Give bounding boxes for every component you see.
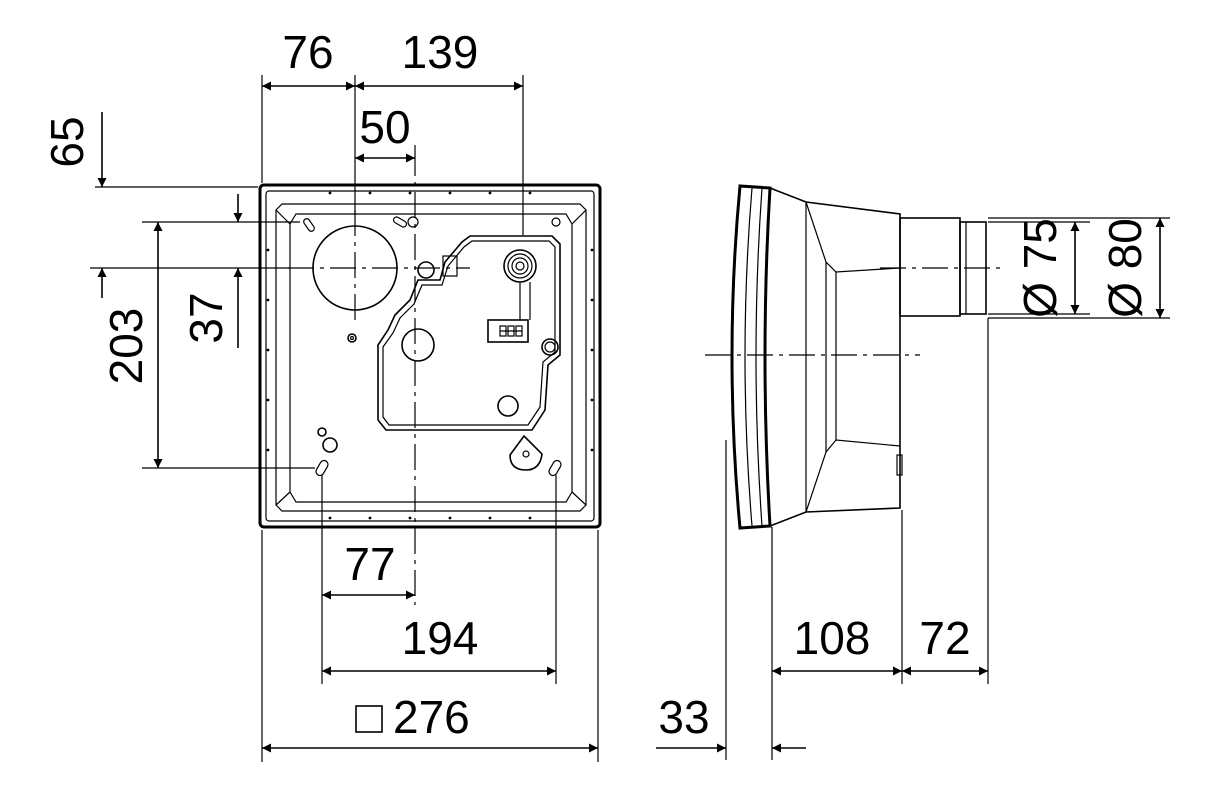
square-symbol-icon — [355, 705, 383, 733]
front-inner-frame — [265, 190, 595, 522]
connector — [442, 255, 458, 277]
electronics-cavity-inner — [382, 240, 556, 426]
frame-screw-dots — [266, 191, 594, 520]
electronics-cavity — [377, 235, 561, 431]
dim-diameter-80: Ø 80 — [1099, 218, 1151, 318]
side-cover — [730, 184, 772, 530]
dim-50: 50 — [359, 101, 410, 153]
side-view — [705, 184, 1000, 530]
dim-37: 37 — [180, 292, 232, 343]
dim-77: 77 — [344, 538, 395, 590]
dim-76: 76 — [282, 26, 333, 78]
dim-diameter-75: Ø 75 — [1014, 218, 1066, 318]
mount-hole-top — [417, 261, 435, 279]
keyhole-slots — [303, 216, 562, 477]
drain-hole — [497, 395, 519, 417]
sensor-grille — [503, 249, 537, 320]
front-dimensions: 76 139 50 65 37 203 77 194 — [41, 26, 599, 762]
front-view — [258, 150, 602, 605]
duct-spigot-75 — [899, 217, 961, 317]
front-outer-frame — [258, 183, 602, 529]
dim-203: 203 — [100, 308, 152, 385]
dim-194: 194 — [402, 612, 479, 664]
mount-hole-bottom-left — [322, 437, 338, 453]
dim-65: 65 — [41, 116, 93, 167]
dim-276: 276 — [393, 691, 470, 743]
dim-139: 139 — [402, 26, 479, 78]
mount-hole-right — [541, 338, 559, 356]
small-screw-hole — [347, 333, 357, 343]
cable-entry-hole — [401, 328, 435, 362]
front-panel-outline — [275, 203, 587, 512]
terminal-block — [487, 319, 529, 343]
front-panel-bevel — [289, 213, 573, 503]
side-housing — [769, 187, 901, 527]
dim-33: 33 — [658, 691, 709, 743]
dim-72: 72 — [919, 612, 970, 664]
side-dimensions: Ø 75 Ø 80 108 72 33 — [656, 217, 1170, 760]
condensate-drop — [509, 434, 543, 471]
dim-108: 108 — [794, 612, 871, 664]
